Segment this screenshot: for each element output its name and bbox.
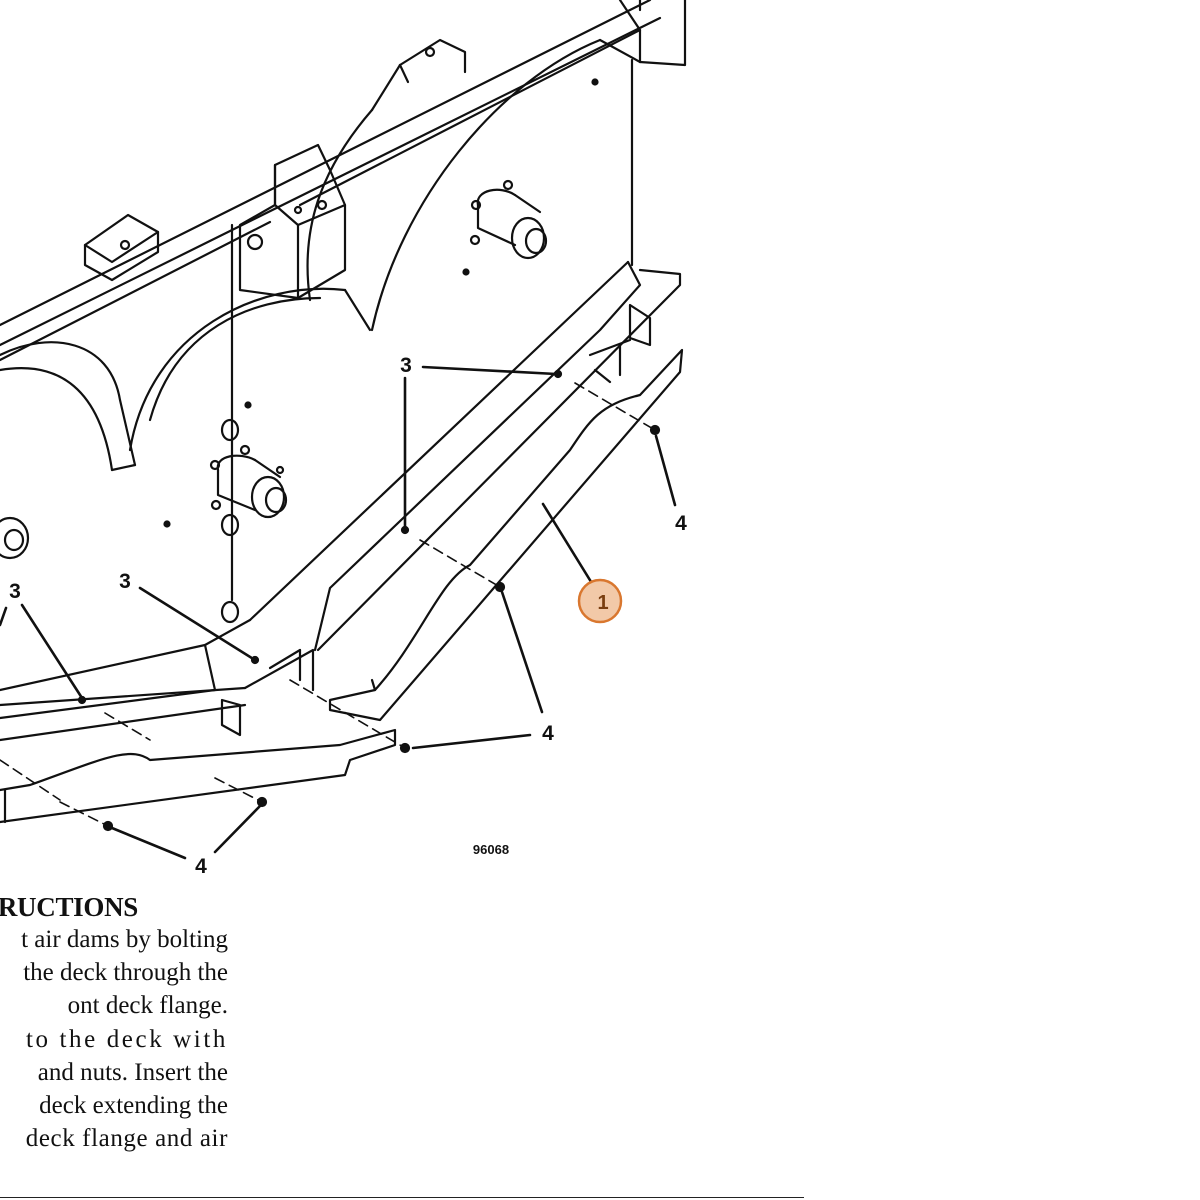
blade-housings (0, 38, 602, 472)
spindle-middle (209, 418, 288, 624)
spindle-left (0, 516, 30, 560)
callout-4-middle: 4 (542, 722, 554, 745)
spindle-upper (469, 179, 548, 260)
instructions-line: deck flange and air (25, 1125, 228, 1152)
instructions-line: and nuts. Insert the (37, 1059, 228, 1086)
fasteners (77, 78, 661, 832)
front-deck-flange (0, 260, 682, 742)
air-dam-left (0, 728, 397, 824)
callout-3-middle: 3 (119, 570, 131, 593)
instructions-line: deck extending the (39, 1092, 228, 1119)
instructions-heading: RUCTIONS (0, 892, 138, 922)
fastener-center-lines (0, 382, 656, 827)
callout-4-right: 4 (675, 512, 687, 535)
callout-leaders (0, 365, 677, 860)
figure-number: 96068 (473, 842, 509, 857)
item-1-label: 1 (597, 592, 608, 614)
callout-4-bottom: 4 (195, 855, 207, 878)
frame-brackets (83, 38, 467, 300)
instructions-line: the deck through the (23, 959, 228, 986)
deck-plate (230, 0, 642, 602)
air-dam-right (328, 348, 684, 722)
deck-frame-rails (0, 0, 687, 362)
instructions-line: ont deck flange. (67, 992, 228, 1019)
callout-3-left: 3 (9, 580, 21, 603)
instructions-line: t air dams by bolting (21, 926, 228, 953)
callout-3-top: 3 (400, 354, 412, 377)
item-1-badge[interactable]: 1 (577, 578, 623, 624)
page-bottom-rule (0, 1197, 804, 1198)
instructions-line: to the deck with (26, 1026, 228, 1053)
